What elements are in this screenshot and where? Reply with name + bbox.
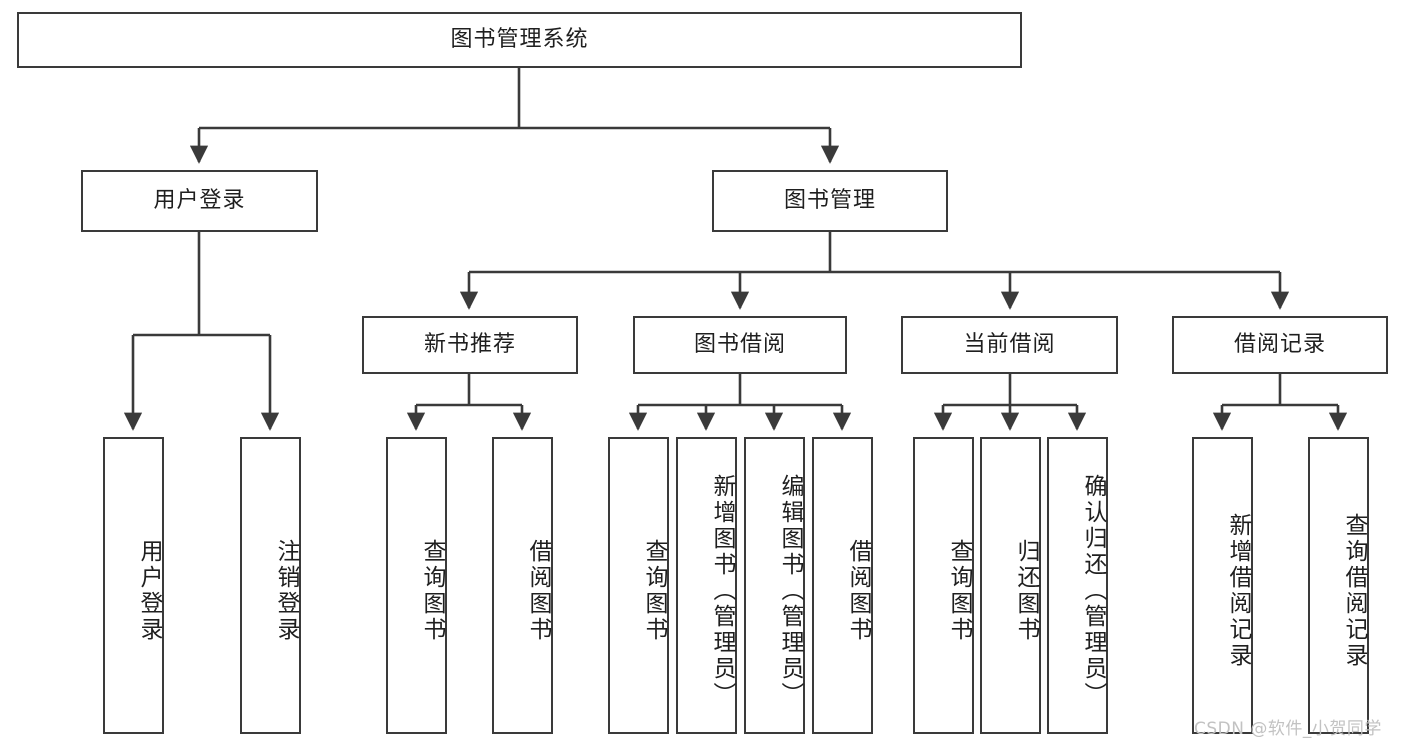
leaf-current-borrow-query[interactable]: 查询图书 xyxy=(913,437,974,734)
node-borrow-record[interactable]: 借阅记录 xyxy=(1172,316,1388,374)
node-book-management[interactable]: 图书管理 xyxy=(712,170,948,232)
leaf-book-borrow-borrow[interactable]: 借阅图书 xyxy=(812,437,873,734)
csdn-watermark: CSDN @软件_小贺同学 xyxy=(1194,719,1382,739)
leaf-borrow-record-add[interactable]: 新增借阅记录 xyxy=(1192,437,1253,734)
node-new-book-recommend[interactable]: 新书推荐 xyxy=(362,316,578,374)
node-root-system[interactable]: 图书管理系统 xyxy=(17,12,1022,68)
node-user-login[interactable]: 用户登录 xyxy=(81,170,318,232)
leaf-current-borrow-return[interactable]: 归还图书 xyxy=(980,437,1041,734)
leaf-new-book-query[interactable]: 查询图书 xyxy=(386,437,447,734)
leaf-borrow-record-query[interactable]: 查询借阅记录 xyxy=(1308,437,1369,734)
leaf-user-login-logout[interactable]: 注销登录 xyxy=(240,437,301,734)
leaf-book-borrow-query[interactable]: 查询图书 xyxy=(608,437,669,734)
node-book-borrow[interactable]: 图书借阅 xyxy=(633,316,847,374)
leaf-user-login-login[interactable]: 用户登录 xyxy=(103,437,164,734)
leaf-new-book-borrow[interactable]: 借阅图书 xyxy=(492,437,553,734)
leaf-book-borrow-edit-admin[interactable]: 编辑图书（管理员） xyxy=(744,437,805,734)
node-current-borrow[interactable]: 当前借阅 xyxy=(901,316,1118,374)
leaf-book-borrow-add-admin[interactable]: 新增图书（管理员） xyxy=(676,437,737,734)
leaf-current-borrow-confirm-admin[interactable]: 确认归还（管理员） xyxy=(1047,437,1108,734)
